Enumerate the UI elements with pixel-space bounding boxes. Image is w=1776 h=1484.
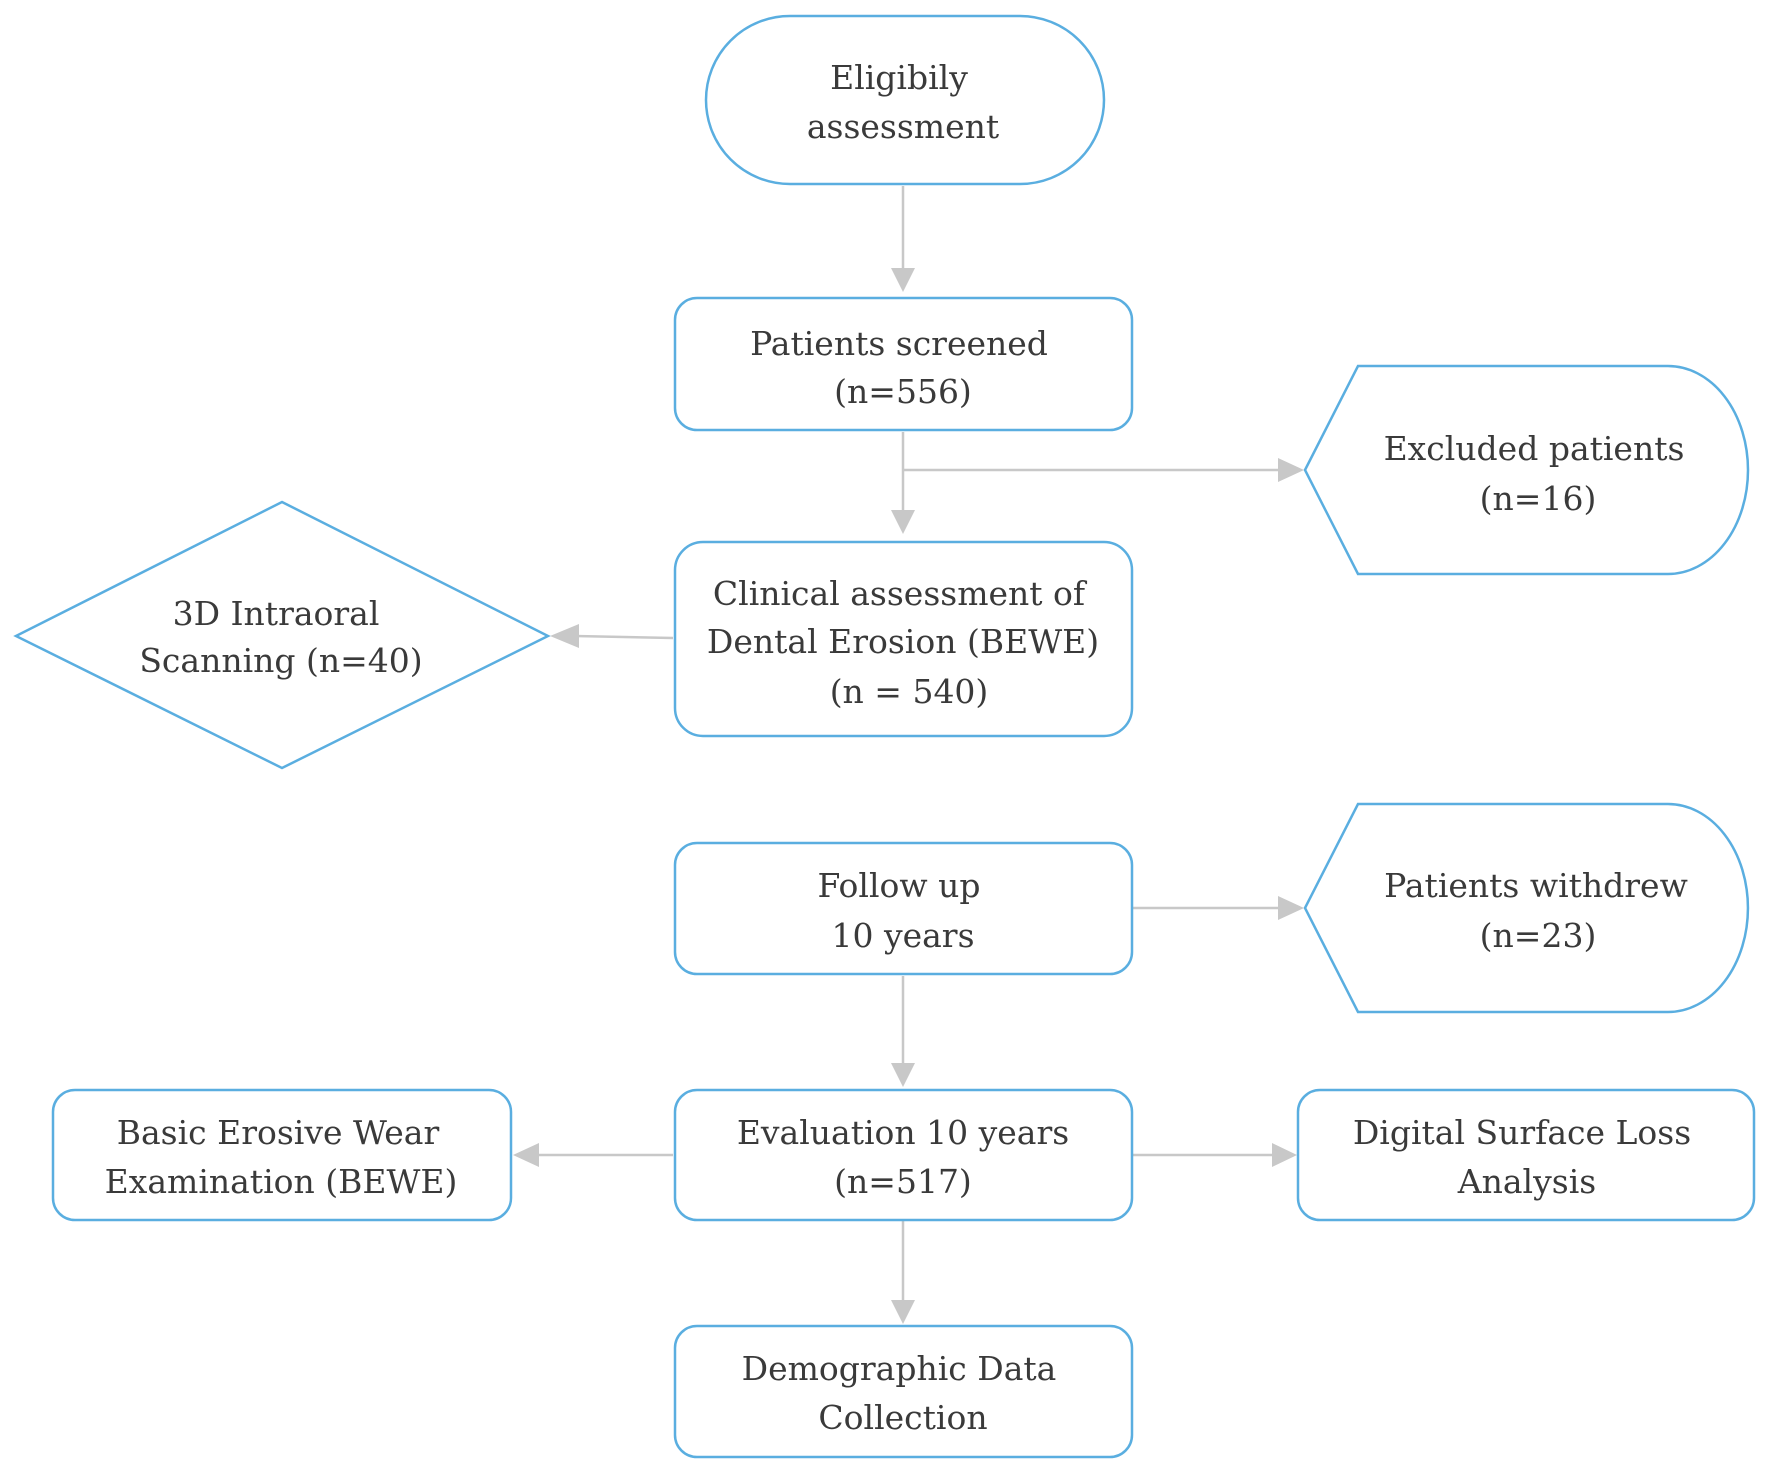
demographic-line1: Demographic Data	[742, 1349, 1057, 1388]
followup-line1: Follow up	[817, 866, 980, 905]
clinical-line2: Dental Erosion (BEWE)	[707, 622, 1099, 661]
scanning-line2: Scanning (n=40)	[139, 641, 422, 680]
withdrew-line1: Patients withdrew	[1384, 866, 1688, 905]
scanning-line1: 3D Intraoral	[173, 594, 380, 633]
node-evaluation-10-years: Evaluation 10 years (n=517)	[673, 1088, 1134, 1222]
arrow-evaluation-to-bewe	[513, 1143, 673, 1167]
clinical-line1: Clinical assessment of	[713, 574, 1088, 613]
digital-line1: Digital Surface Loss	[1353, 1113, 1691, 1152]
excluded-line2: (n=16)	[1480, 479, 1597, 518]
digital-line2: Analysis	[1457, 1162, 1596, 1201]
demographic-line2: Collection	[818, 1398, 987, 1437]
arrow-clinical-to-scanning	[550, 624, 674, 648]
arrow-followup-to-evaluation	[891, 976, 915, 1087]
arrow-followup-to-withdrew	[1133, 896, 1304, 920]
bewe-line2: Examination (BEWE)	[105, 1162, 458, 1201]
node-basic-erosive-wear-examination: Basic Erosive Wear Examination (BEWE)	[51, 1088, 513, 1222]
arrow-screened-to-excluded	[903, 458, 1304, 482]
node-3d-intraoral-scanning: 3D Intraoral Scanning (n=40)	[13, 500, 551, 770]
followup-line2: 10 years	[831, 916, 974, 955]
arrow-screened-to-clinical	[891, 432, 915, 534]
node-digital-surface-loss-analysis: Digital Surface Loss Analysis	[1296, 1088, 1756, 1222]
arrow-eligibility-to-screened	[891, 186, 915, 292]
arrow-evaluation-to-digital	[1133, 1143, 1297, 1167]
node-demographic-data-collection: Demographic Data Collection	[673, 1324, 1134, 1459]
screened-line2: (n=556)	[834, 372, 972, 411]
withdrew-line2: (n=23)	[1480, 916, 1597, 955]
node-clinical-assessment: Clinical assessment of Dental Erosion (B…	[673, 540, 1134, 738]
arrow-evaluation-to-demographic	[891, 1220, 915, 1324]
evaluation-line1: Evaluation 10 years	[737, 1113, 1069, 1152]
bewe-line1: Basic Erosive Wear	[117, 1113, 440, 1152]
eligibility-line1: Eligibily	[830, 58, 968, 97]
eligibility-line2: assessment	[807, 107, 999, 146]
node-excluded-patients: Excluded patients (n=16)	[1303, 364, 1750, 576]
node-patients-withdrew: Patients withdrew (n=23)	[1303, 802, 1750, 1014]
node-follow-up: Follow up 10 years	[673, 841, 1134, 976]
node-eligibility-assessment: Eligibily assessment	[704, 14, 1106, 186]
screened-line1: Patients screened	[750, 324, 1048, 363]
clinical-line3: (n = 540)	[830, 672, 989, 711]
evaluation-line2: (n=517)	[834, 1162, 972, 1201]
excluded-line1: Excluded patients	[1384, 429, 1685, 468]
connectors	[513, 186, 1304, 1324]
node-patients-screened: Patients screened (n=556)	[673, 296, 1134, 432]
